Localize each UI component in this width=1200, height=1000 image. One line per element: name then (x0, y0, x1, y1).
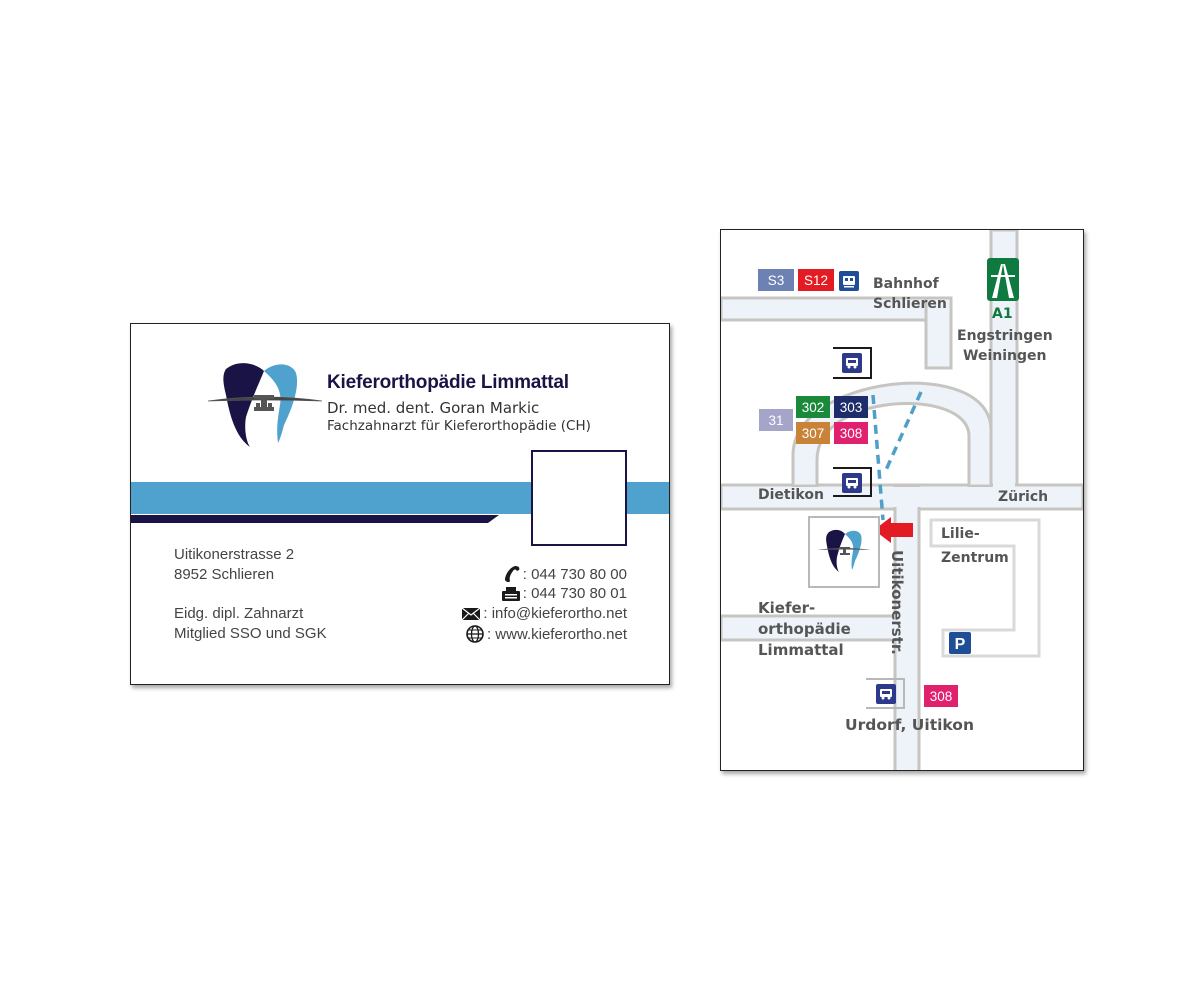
fax-row: : 044 730 80 01 (501, 585, 627, 602)
phone-row: : 044 730 80 00 (501, 565, 627, 583)
label-engstringen: Engstringen (957, 328, 1053, 344)
walking-path-1 (871, 394, 885, 521)
label-zentrum: Zentrum (941, 550, 1009, 566)
svg-text:P: P (955, 636, 966, 653)
practice-marker (808, 516, 880, 588)
label-uitikonerstrasse: Uitikonerstr. (888, 550, 906, 655)
email-row: : info@kieferortho.net (461, 605, 627, 622)
label-bahnhof: Bahnhof (873, 276, 939, 292)
label-kiefer: Kiefer- (758, 599, 816, 617)
phone-icon (504, 566, 520, 583)
parking-icon: P (949, 632, 971, 654)
train-station-icon (839, 271, 859, 291)
label-dietikon: Dietikon (758, 487, 824, 503)
tooth-logo-icon (817, 529, 871, 572)
motorway-icon (987, 258, 1019, 301)
bus-line-307: 307 (796, 422, 830, 444)
train-line-s3: S3 (758, 269, 794, 291)
tooth-logo-icon (207, 363, 323, 447)
bus-line-303: 303 (834, 396, 868, 418)
qualification: Eidg. dipl. Zahnarzt (174, 605, 304, 622)
bus-stop-icon (876, 684, 896, 704)
bus-line-308-urdorf: 308 (924, 685, 958, 707)
envelope-icon (461, 607, 481, 620)
label-a1: A1 (992, 306, 1013, 322)
practice-title: Kieferorthopädie Limmattal (327, 372, 569, 393)
fax-number: : 044 730 80 01 (522, 585, 627, 602)
map-roads: P (721, 230, 1083, 770)
membership: Mitglied SSO und SGK (174, 625, 327, 642)
globe-icon (466, 625, 484, 643)
email-address[interactable]: : info@kieferortho.net (483, 605, 627, 622)
business-card: Kieferorthopädie Limmattal Dr. med. dent… (130, 323, 670, 685)
qr-code-placeholder (531, 450, 627, 546)
bus-stop-icon (842, 473, 862, 493)
bus-stop-icon (842, 353, 862, 373)
address-city: 8952 Schlieren (174, 566, 275, 583)
label-lilie: Lilie- (941, 526, 980, 542)
bus-line-31: 31 (759, 409, 793, 431)
road-left-lower (721, 614, 899, 642)
bus-line-308: 308 (834, 422, 868, 444)
navy-stripe (131, 515, 499, 523)
label-orthopaedie: orthopädie (758, 620, 851, 638)
train-line-s12: S12 (798, 269, 834, 291)
website-url[interactable]: : www.kieferortho.net (486, 625, 627, 643)
fax-icon (501, 586, 520, 601)
label-weiningen: Weiningen (963, 348, 1047, 364)
label-limmattal: Limmattal (758, 641, 844, 659)
address-street: Uitikonerstrasse 2 (174, 546, 295, 563)
bus-line-302: 302 (796, 396, 830, 418)
phone-number: : 044 730 80 00 (522, 565, 627, 583)
label-zurich: Zürich (998, 489, 1049, 505)
label-urdorf-uitikon: Urdorf, Uitikon (845, 716, 974, 734)
specialty: Fachzahnarzt für Kieferorthopädie (CH) (327, 418, 591, 434)
lilie-zentrum-building (929, 518, 1041, 658)
website-row: : www.kieferortho.net (465, 625, 627, 643)
label-schlieren: Schlieren (873, 296, 947, 312)
location-map: P S3 S12 31 302 303 307 308 308 Bahnhof … (720, 229, 1084, 771)
doctor-name: Dr. med. dent. Goran Markic (327, 399, 540, 417)
location-arrow-icon (874, 517, 913, 543)
